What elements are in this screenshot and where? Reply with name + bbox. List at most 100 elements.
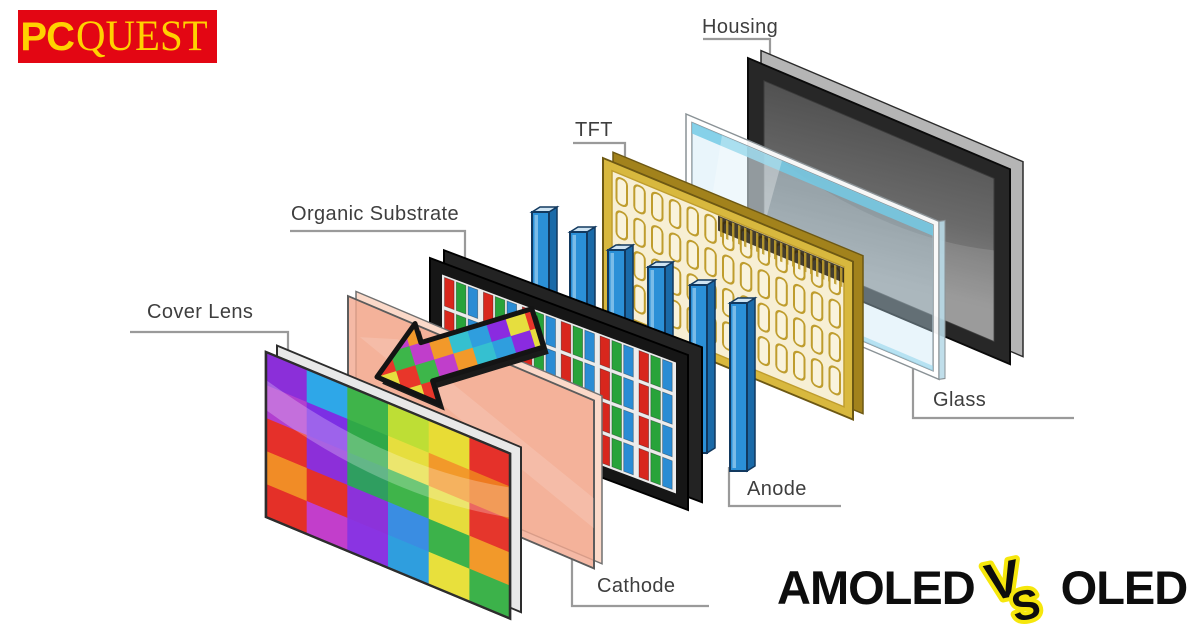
leader-lines [130, 37, 1074, 608]
lens-cell [306, 467, 348, 519]
glass-leader-line [911, 368, 1074, 420]
tft-capsule [704, 213, 717, 244]
tft-capsule [793, 317, 806, 348]
organic-substrate-leader-line [290, 229, 467, 263]
tft-capsule [775, 309, 788, 341]
substrate-bar [584, 329, 595, 363]
tft-capsule [793, 350, 806, 381]
lens-cell [266, 451, 308, 502]
lens-cell [469, 568, 511, 620]
label-anode: Anode [747, 478, 807, 500]
tft-capsule [668, 199, 682, 230]
lens-cell [347, 517, 389, 569]
tft-pin [732, 222, 735, 243]
lens-cell [347, 385, 389, 437]
housing-leader-line [703, 37, 772, 65]
tft-panel [602, 151, 864, 421]
tft-pin [750, 229, 753, 250]
tft-capsule [651, 191, 664, 222]
substrate-bar [650, 419, 661, 453]
tft-capsule [828, 365, 841, 396]
vs-badge: V S [976, 545, 1048, 628]
tft-capsule [757, 269, 770, 300]
tft-capsule [615, 210, 628, 241]
tft-pin [816, 257, 819, 278]
tft-capsule [757, 336, 770, 367]
lens-cell [306, 368, 348, 420]
tft-capsule [810, 324, 824, 355]
title-oled: OLED [1060, 560, 1189, 614]
lens-cell [266, 385, 308, 436]
tft-pin [726, 219, 729, 240]
tft-capsule [668, 232, 682, 263]
substrate-bar [623, 409, 634, 443]
tft-capsule [651, 225, 664, 256]
substrate-bar [662, 424, 673, 458]
lens-cell [266, 418, 308, 469]
tft-capsule [633, 284, 646, 315]
cover-lens-panel [264, 344, 522, 621]
substrate-bar [572, 325, 584, 359]
substrate-bar [611, 339, 622, 374]
tft-capsule [686, 239, 699, 270]
substrate-bar [560, 320, 572, 355]
lens-cell [266, 484, 308, 535]
lens-cell [428, 485, 470, 537]
lens-cell [428, 419, 470, 471]
substrate-bar [638, 382, 650, 416]
tft-capsule [633, 217, 646, 248]
tft-pin [780, 242, 783, 263]
anode-leader-line [727, 467, 841, 508]
substrate-bar [611, 437, 622, 471]
tft-capsule [775, 276, 788, 307]
substrate-bar [650, 387, 661, 421]
label-cathode: Cathode [597, 575, 676, 597]
tft-pin [738, 224, 741, 245]
substrate-bar [545, 315, 556, 349]
amoled-vs-oled-title: AMOLED V S OLED [777, 545, 1189, 628]
substrate-bar [662, 391, 673, 425]
lens-cell [306, 434, 348, 486]
substrate-bar [599, 335, 611, 369]
label-glass: Glass [933, 389, 987, 411]
arrow-cell [409, 340, 435, 366]
tft-pin [798, 249, 801, 270]
lens-cell [266, 352, 308, 403]
tft-pin [744, 227, 747, 248]
tft-capsule [757, 302, 770, 333]
substrate-bar [467, 285, 479, 320]
anode-bar-side [746, 296, 756, 473]
anode-bar-highlight [732, 306, 736, 468]
substrate-bar [650, 452, 661, 486]
tft-pin [720, 217, 723, 238]
tft-pin [762, 234, 765, 255]
substrate-bar [662, 358, 673, 393]
lens-cell [347, 451, 389, 503]
tft-connector-pins [720, 217, 843, 288]
substrate-bar [444, 276, 455, 311]
tft-capsule [633, 251, 646, 282]
tft-capsule [828, 298, 841, 329]
label-cover-lens: Cover Lens [147, 301, 254, 323]
lens-cell [347, 484, 389, 536]
lens-cell [428, 452, 470, 504]
tft-pin [786, 244, 789, 265]
lens-cell [469, 469, 511, 521]
substrate-bar [638, 447, 650, 482]
tft-capsule [775, 343, 788, 374]
tft-capsule [793, 283, 806, 314]
substrate-bar [611, 405, 622, 439]
tft-pin [810, 254, 813, 275]
tft-capsule [722, 254, 735, 285]
tft-pin [756, 232, 759, 253]
substrate-bar [455, 281, 467, 315]
tft-pin [834, 264, 837, 285]
lens-color-grid [266, 352, 511, 620]
lens-cell [388, 501, 430, 553]
anode-bar [727, 296, 758, 473]
lens-cell [469, 535, 511, 587]
arrow-cell [396, 365, 422, 391]
lens-cell [388, 402, 430, 454]
tft-capsule [828, 332, 841, 363]
